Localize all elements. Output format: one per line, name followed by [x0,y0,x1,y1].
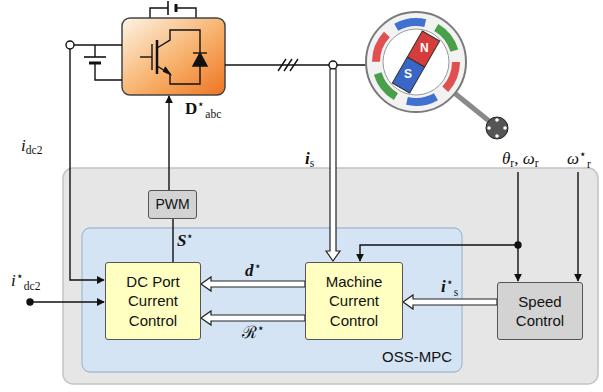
encoder-wheel [487,126,491,130]
signal-arrow [201,311,305,325]
feedback-wire [577,172,578,281]
dc-source-symbol [167,1,169,15]
inverter-block [122,18,225,95]
motor-symbol [383,29,449,95]
battery-symbol [95,63,122,80]
encoder-wheel [503,126,507,130]
control-block: DC Port Current Control [105,262,201,340]
encoder-wheel [495,118,499,122]
encoder-wheel [495,134,499,138]
three-phase-line [329,61,337,69]
three-phase-line [225,59,368,71]
motor-symbol [366,12,466,112]
battery-symbol [74,44,122,45]
control-block: Machine Current Control [305,262,403,340]
current-sensor [70,49,104,280]
three-phase-line [290,59,298,71]
encoder-wheel [486,117,508,139]
igbt-symbol [140,30,207,84]
signal-name: ℛ⋆ [242,322,265,343]
block-label: DC Port Current Control [112,272,194,331]
igbt-symbol [140,56,152,57]
magnet-pole: S [404,68,412,82]
igbt-symbol [163,67,170,74]
signal-name: S⋆ [177,230,194,251]
feedback-wire [515,242,521,248]
motor-symbol [407,31,439,67]
gate-signal-wire [168,96,169,190]
reference-input-wire [27,299,104,305]
igbt-symbol [156,40,159,74]
igbt-symbol [193,53,207,66]
signal-name: θr, ωr [502,149,539,171]
pwm-block: PWM [148,190,197,219]
signal-name: idc2 [21,136,42,158]
feedback-wire [360,245,518,261]
block-label: Machine Current Control [312,272,396,331]
panel-title: OSS-MPC [382,348,452,365]
signal-arrow [403,295,497,309]
motor-symbol [376,22,456,102]
magnet-pole: N [420,42,429,56]
signal-name: is [305,149,314,171]
block-label: Speed Control [504,292,576,331]
signal-name: i⋆dc2 [11,270,40,293]
control-block: Speed Control [497,282,583,340]
controller-panel: OSS-MPC DC Port Current Control Machine Cu… [82,228,462,372]
three-phase-line [225,64,368,65]
motor-symbol [376,22,456,102]
reference-input-wire [30,301,104,302]
signal-name: D⋆abc [185,98,221,121]
motor-symbol [376,22,456,102]
encoder-wheel [486,117,508,139]
battery-symbol [74,45,122,80]
gate-signal-wire [168,96,169,190]
signal-line [172,219,173,262]
measurement-arrow [326,69,340,261]
igbt-symbol [157,30,200,52]
block-label: PWM [155,195,189,213]
igbt-symbol [157,66,200,84]
feedback-wire [517,172,518,281]
battery-symbol [84,56,106,58]
igbt-symbol [151,44,152,70]
current-sensor [66,41,74,49]
dc-source-symbol [150,8,196,18]
dc-source-symbol [150,1,196,18]
dc-source-symbol [175,4,178,12]
measurement-arrow [326,69,340,261]
signal-name: d⋆ [245,260,262,281]
motor-symbol [366,12,466,112]
inverter-block [122,18,225,95]
signal-name: i⋆s [441,276,458,299]
battery-symbol [94,45,95,57]
igbt-symbol [193,52,207,53]
current-sensor [66,41,104,280]
motor-symbol [392,31,439,93]
signal-name: ω⋆r [567,148,591,171]
